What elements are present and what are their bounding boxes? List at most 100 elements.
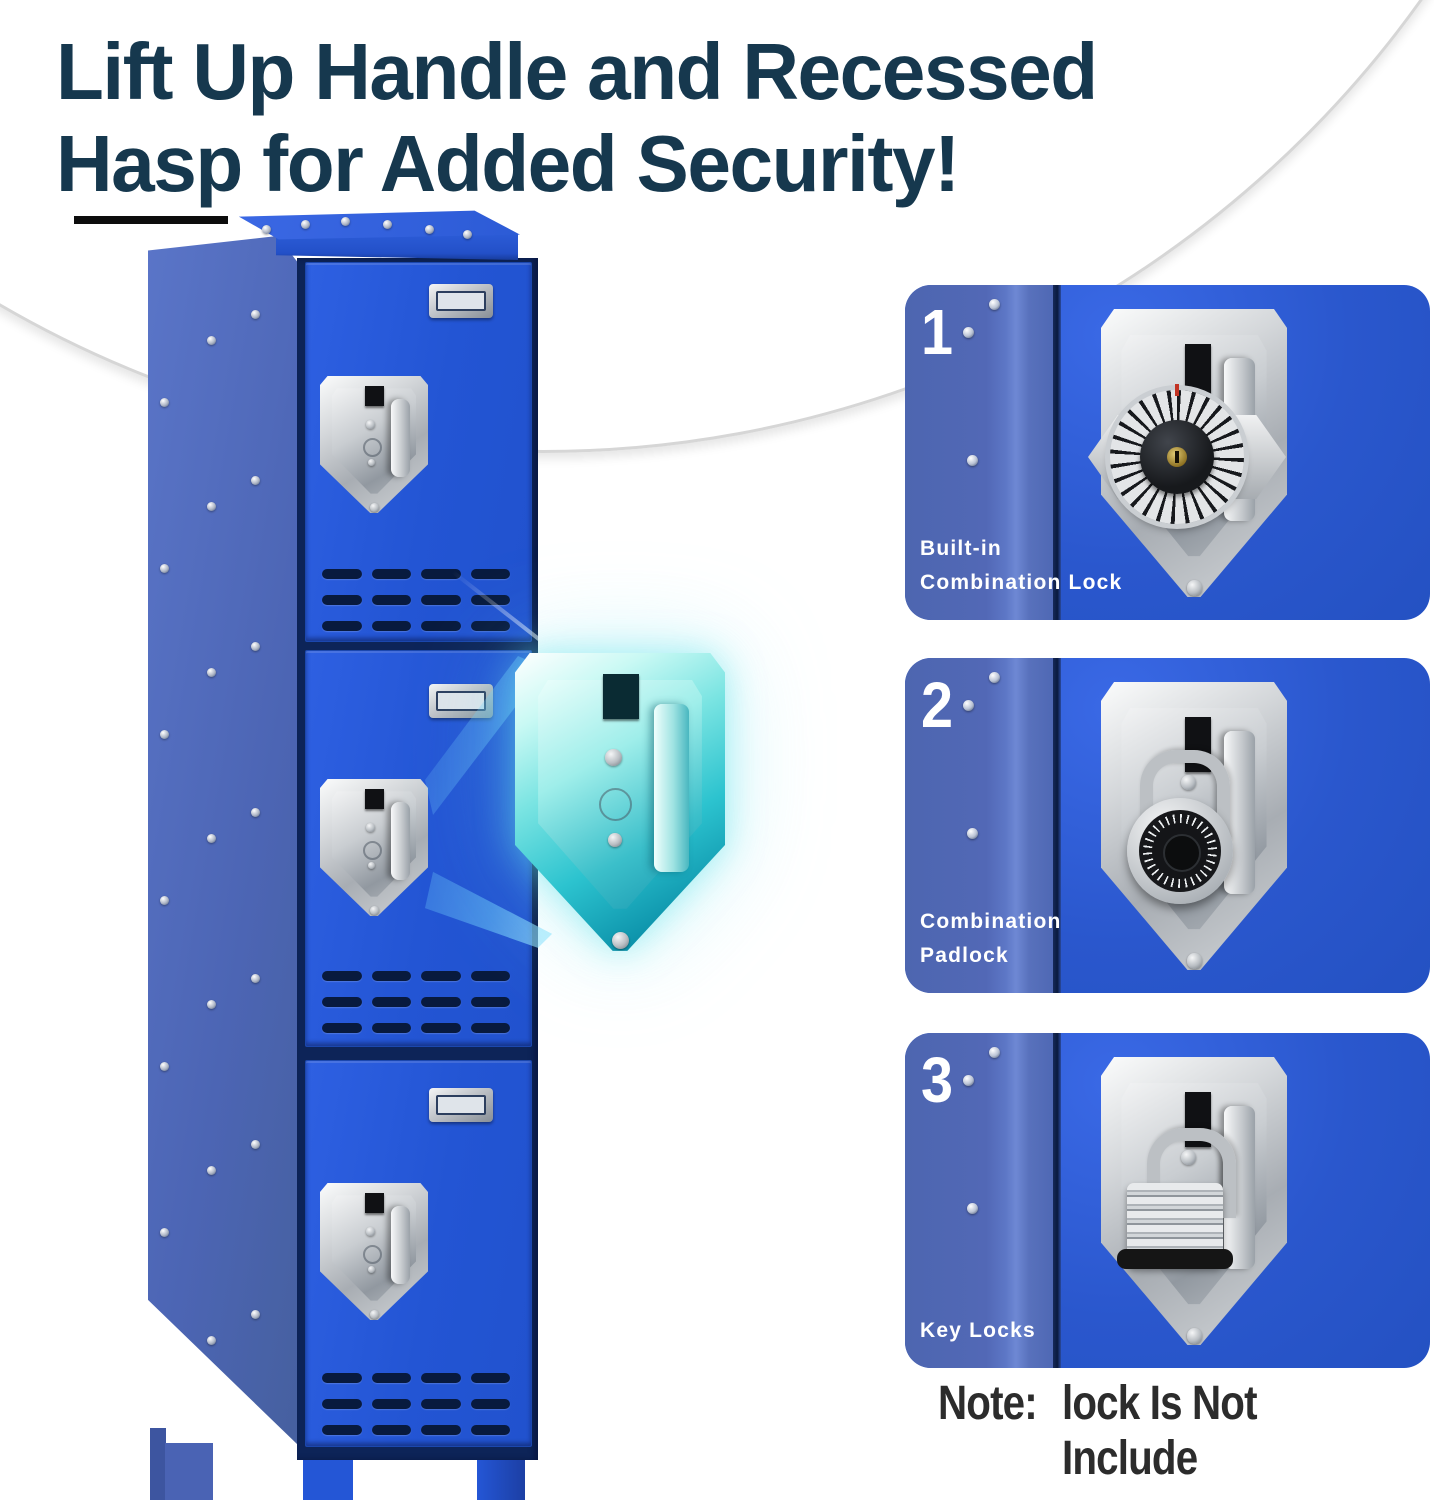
handle-latch: [365, 788, 384, 810]
lock-hole-ring: [599, 788, 633, 822]
vent-slot: [322, 595, 362, 605]
rivet-icon: [251, 1140, 260, 1149]
lock-hole-ring: [363, 1245, 383, 1265]
rivet-icon: [207, 1166, 216, 1175]
key-slot: [1175, 451, 1179, 463]
vent-slot: [421, 595, 461, 605]
combination-padlock-icon: [905, 658, 1430, 993]
rivet-icon: [160, 1228, 169, 1237]
handle-latch: [1184, 343, 1211, 399]
vent-slot: [470, 1399, 510, 1409]
screw-icon: [366, 823, 376, 832]
panel-number: 1: [921, 296, 954, 368]
rivet-icon: [160, 564, 169, 573]
screw-icon: [1180, 1149, 1196, 1165]
name-plate: [429, 284, 493, 318]
name-plate-window: [436, 1095, 486, 1115]
vent-slot: [322, 1023, 362, 1033]
rivet-icon: [160, 1062, 169, 1071]
rivet-icon: [207, 1000, 216, 1009]
vent-slot: [421, 997, 461, 1007]
dial-knob: [1163, 834, 1201, 872]
vent-slot: [371, 1373, 411, 1383]
vent-slot: [322, 997, 362, 1007]
screw-icon: [963, 1075, 974, 1086]
vent-slot: [371, 1023, 411, 1033]
note: Note: lock Is Not Include: [938, 1376, 1355, 1486]
screw-icon: [967, 1203, 978, 1214]
vent-slot: [470, 621, 510, 631]
vent-slot: [470, 1425, 510, 1435]
panel-label-line-1: Combination: [920, 910, 1062, 933]
screw-icon: [605, 749, 623, 766]
title-line-1: Lift Up Handle and Recessed: [56, 27, 1098, 116]
title-line-2: Hasp for Added Security!: [56, 119, 960, 208]
handle-latch: [365, 1192, 384, 1214]
vent-grille: [322, 971, 510, 1033]
rivet-icon: [160, 398, 169, 407]
screw-icon: [967, 455, 978, 466]
panel-label-line-2: Combination Lock: [920, 571, 1123, 594]
vent-slot: [371, 1399, 411, 1409]
title-underline: [74, 216, 228, 224]
handle-latch: [365, 385, 384, 407]
name-plate: [429, 1088, 493, 1122]
note-text: lock Is Not Include: [1062, 1377, 1257, 1485]
vent-grille: [322, 569, 510, 631]
locker-leg-back: [150, 1428, 166, 1500]
handle-grab-bar: [653, 704, 690, 872]
panel-number: 2: [921, 669, 954, 741]
rivet-icon: [160, 730, 169, 739]
panel-label: Built-in Combination Lock: [920, 532, 1122, 600]
rivet-icon: [207, 336, 216, 345]
vent-slot: [421, 1399, 461, 1409]
panel-label: Combination Padlock: [920, 905, 1062, 973]
locker-door-3: [305, 1060, 532, 1447]
vent-slot: [421, 569, 461, 579]
rivet-icon: [425, 225, 434, 234]
panel-label-line-1: Built-in: [920, 537, 1002, 560]
vent-slot: [322, 1425, 362, 1435]
rivet-icon: [251, 1310, 260, 1319]
vent-slot: [371, 997, 411, 1007]
door-gap-line: [1053, 285, 1061, 620]
vent-slot: [421, 1425, 461, 1435]
handle-zoom-callout: [505, 645, 737, 963]
screw-icon: [963, 700, 974, 711]
screw-icon: [368, 458, 376, 466]
rivet-icon: [207, 1336, 216, 1345]
rivet-icon: [301, 220, 310, 229]
laminated-key-padlock-icon: [905, 1033, 1430, 1368]
recessed-handle-zoom-icon: [515, 653, 725, 951]
rivet-icon: [341, 217, 350, 226]
dial-index-mark: [1175, 384, 1179, 396]
rivet-icon: [207, 502, 216, 511]
vent-slot: [371, 1425, 411, 1435]
screw-icon: [368, 1265, 376, 1273]
screw-icon: [366, 420, 376, 429]
rivet-icon: [251, 974, 260, 983]
screw-icon: [989, 299, 1000, 310]
vent-slot: [470, 1373, 510, 1383]
screw-icon: [967, 828, 978, 839]
name-plate-window: [436, 291, 486, 311]
vent-slot: [322, 621, 362, 631]
locker-door-1: [305, 262, 532, 642]
vent-slot: [421, 1373, 461, 1383]
panel-number: 3: [921, 1044, 954, 1116]
screw-icon: [989, 1047, 1000, 1058]
rivet-icon: [262, 225, 271, 234]
vent-slot: [470, 997, 510, 1007]
rivet-icon: [207, 668, 216, 677]
screw-icon: [368, 861, 376, 869]
panel-label: Key Locks: [920, 1314, 1036, 1348]
handle-latch: [603, 674, 639, 719]
panel-label-line-1: Key Locks: [920, 1319, 1036, 1342]
door-gap-line: [1053, 658, 1061, 993]
locker-side-panel: [148, 236, 298, 1445]
screw-icon: [963, 327, 974, 338]
panel-side-strip: [905, 285, 1053, 620]
screw-icon: [611, 931, 630, 950]
info-panel-3: 3 Key Locks: [905, 1033, 1430, 1368]
handle-grab-bar: [391, 802, 410, 880]
